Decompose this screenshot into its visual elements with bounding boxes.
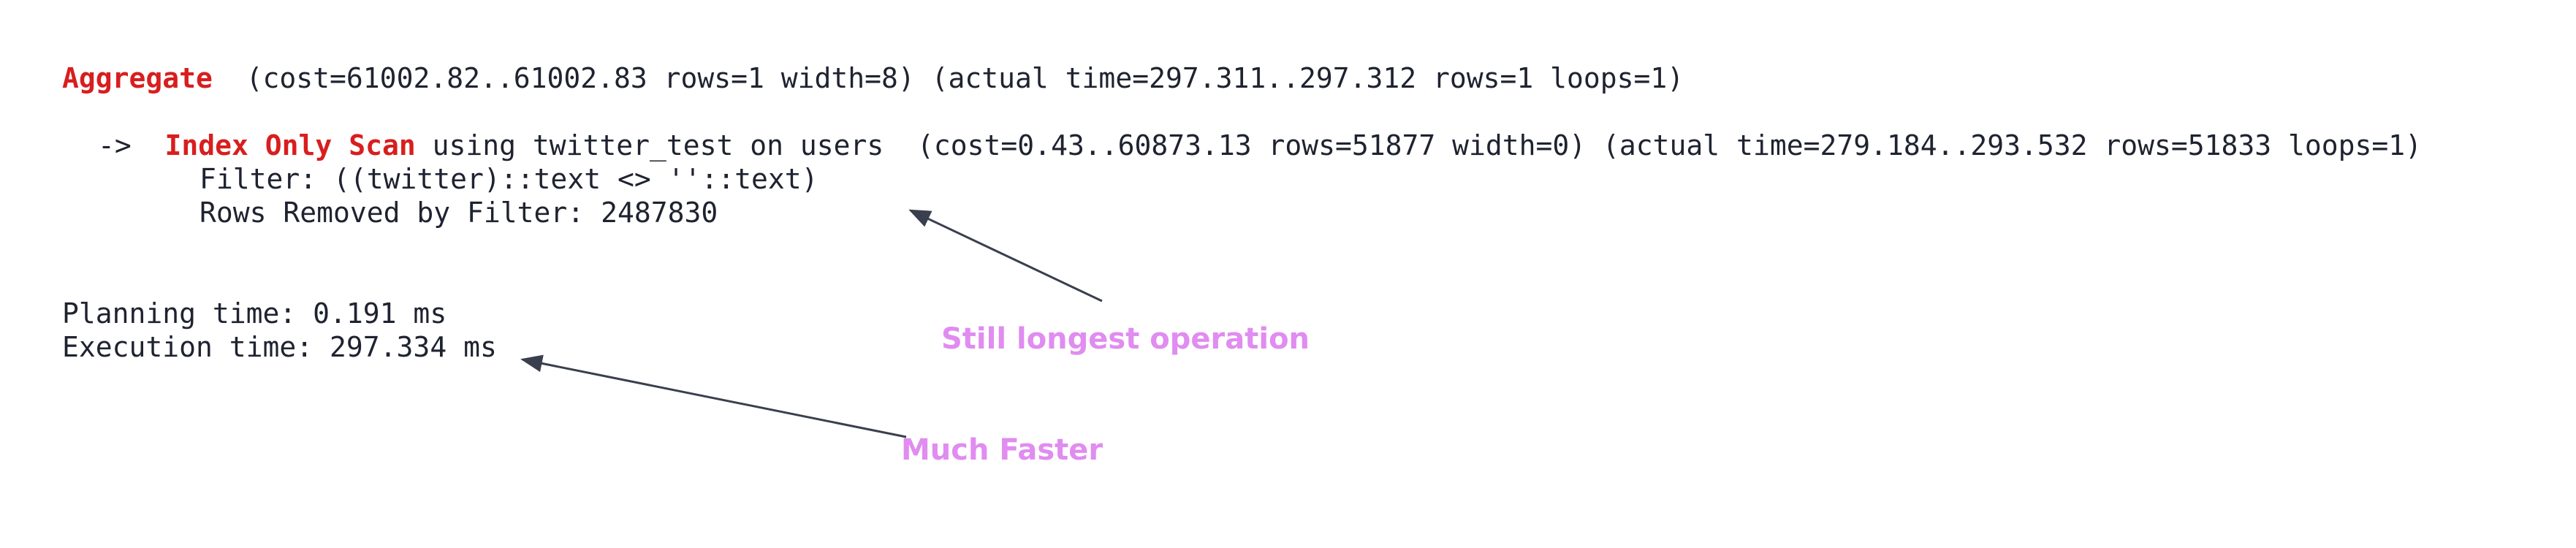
planning-time: Planning time: 0.191 ms <box>62 297 447 330</box>
rows-removed-line: Rows Removed by Filter: 2487830 <box>200 197 718 229</box>
index-scan-keyword: Index Only Scan <box>164 129 416 161</box>
annotation-much-faster: Much Faster <box>901 433 1103 467</box>
aggregate-details: (cost=61002.82..61002.83 rows=1 width=8)… <box>212 62 1684 94</box>
longest-operation-arrow <box>908 209 1103 302</box>
much-faster-arrow <box>520 354 907 438</box>
annotation-longest-operation: Still longest operation <box>941 322 1310 356</box>
scan-arrow: -> <box>98 129 132 161</box>
aggregate-line: Aggregate (cost=61002.82..61002.83 rows=… <box>62 61 1684 95</box>
index-scan-details: using twitter_test on users (cost=0.43..… <box>415 129 2423 161</box>
execution-time: Execution time: 297.334 ms <box>62 331 497 363</box>
index-scan-line: -> Index Only Scan using twitter_test on… <box>98 129 2422 162</box>
filter-line: Filter: ((twitter)::text <> ''::text) <box>200 163 818 195</box>
aggregate-keyword: Aggregate <box>62 62 213 94</box>
